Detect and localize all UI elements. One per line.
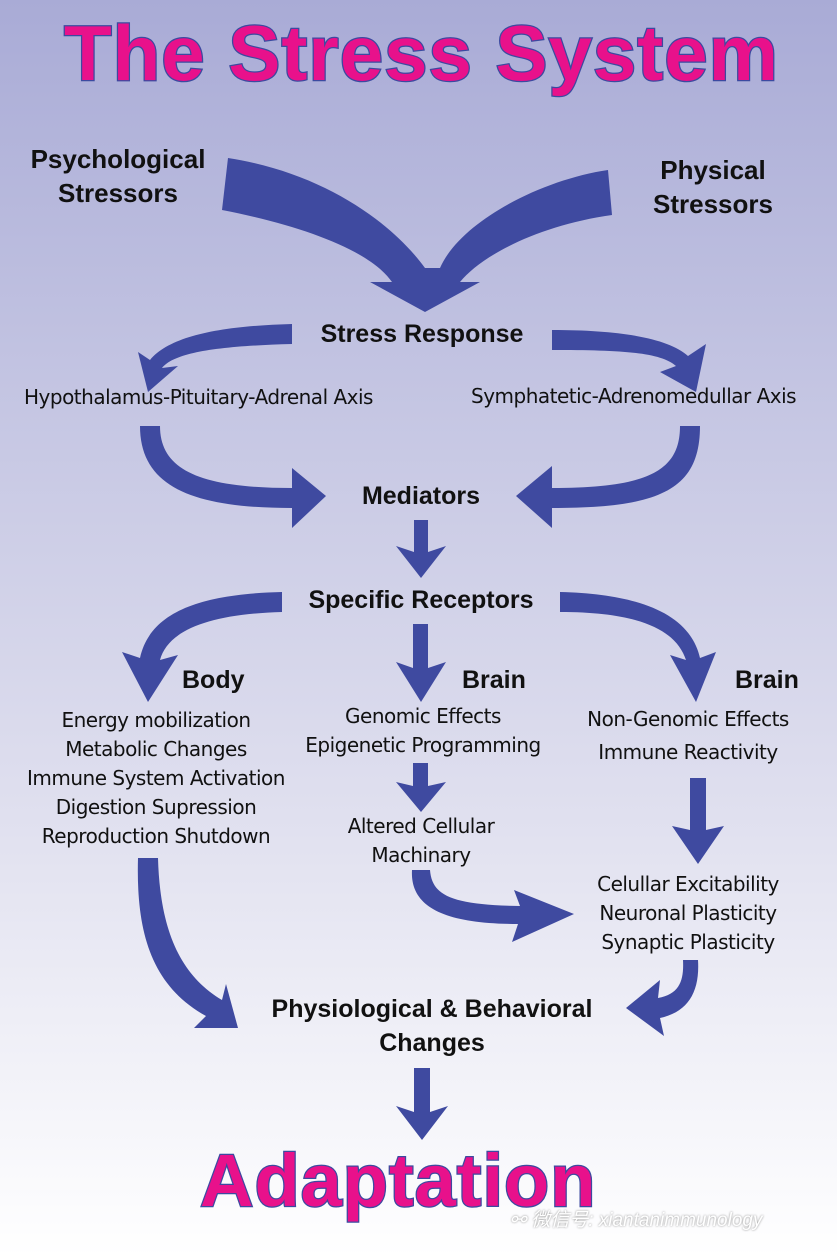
- wechat-icon: ⚯: [510, 1210, 526, 1231]
- body-effect: Immune System Activation: [27, 766, 285, 790]
- body-effect: Energy mobilization: [61, 708, 251, 732]
- changes-line1: Physiological & Behavioral: [271, 995, 593, 1023]
- watermark-text: 微信号: xiantanimmunology: [531, 1210, 763, 1231]
- brain-nongenomic-effect: Non-Genomic Effects: [587, 707, 789, 731]
- arrow-sam-to-mediators: [516, 426, 700, 528]
- plasticity-item: Synaptic Plasticity: [601, 930, 775, 954]
- watermark: ⚯ 微信号: xiantanimmunology: [510, 1205, 762, 1232]
- psychological-stressors-line2: Stressors: [58, 178, 178, 208]
- changes-line2: Changes: [379, 1029, 485, 1057]
- brain-genomic-effects-list: Genomic Effects Epigenetic Programming: [292, 702, 554, 760]
- changes-node: Physiological & Behavioral Changes: [240, 992, 624, 1060]
- arrow-body-to-changes: [137, 858, 238, 1028]
- arrow-hpa-to-mediators: [140, 426, 326, 528]
- altered-machinery-line2: Machinary: [371, 843, 471, 867]
- arrow-mediators-to-receptors: [396, 520, 446, 578]
- psychological-stressor-arrow: [222, 158, 612, 312]
- altered-machinery-line1: Altered Cellular: [347, 814, 495, 838]
- arrow-plasticity-to-changes: [626, 960, 699, 1036]
- arrow-to-sam: [552, 330, 706, 392]
- stress-response-node: Stress Response: [320, 320, 524, 348]
- arrow-to-plasticity: [672, 778, 724, 864]
- physical-stressors-line2: Stressors: [653, 189, 773, 219]
- altered-machinery-node: Altered Cellular Machinary: [320, 812, 522, 870]
- brain-nongenomic-label: Brain: [735, 666, 799, 694]
- sam-axis-node: Symphatetic-Adrenomedullar Axis: [471, 384, 797, 408]
- arrow-machinery-to-plasticity: [411, 870, 574, 942]
- plasticity-item: Neuronal Plasticity: [599, 901, 777, 925]
- psychological-stressors-line1: Psychological: [30, 144, 206, 174]
- arrow-to-brain-nongenomic: [560, 592, 716, 702]
- physical-stressors-line1: Physical: [660, 155, 766, 185]
- brain-genomic-label: Brain: [462, 666, 526, 694]
- body-effects-list: Energy mobilization Metabolic Changes Im…: [14, 706, 298, 851]
- brain-nongenomic-effects-list: Non-Genomic Effects Immune Reactivity: [570, 705, 806, 767]
- plasticity-list: Celullar Excitability Neuronal Plasticit…: [576, 870, 800, 957]
- physical-stressors: Physical Stressors: [628, 153, 798, 221]
- body-label: Body: [182, 666, 245, 694]
- arrow-to-hpa: [138, 324, 292, 392]
- arrow-to-body: [122, 592, 282, 702]
- psychological-stressors: Psychological Stressors: [18, 142, 218, 210]
- body-effect: Reproduction Shutdown: [41, 824, 271, 848]
- body-effect: Digestion Supression: [55, 795, 257, 819]
- hpa-axis-node: Hypothalamus-Pituitary-Adrenal Axis: [24, 385, 373, 409]
- mediators-node: Mediators: [361, 482, 481, 510]
- arrow-to-brain-genomic: [396, 624, 446, 702]
- adaptation-outcome: Adaptation: [199, 1138, 597, 1224]
- arrow-to-altered-machinery: [396, 763, 446, 812]
- brain-genomic-effect: Epigenetic Programming: [305, 733, 541, 757]
- body-effect: Metabolic Changes: [65, 737, 247, 761]
- brain-genomic-effect: Genomic Effects: [345, 704, 501, 728]
- plasticity-item: Celullar Excitability: [597, 872, 779, 896]
- page-title: The Stress System: [63, 8, 780, 99]
- arrow-to-adaptation: [396, 1068, 448, 1140]
- brain-nongenomic-effect: Immune Reactivity: [598, 740, 778, 764]
- specific-receptors-node: Specific Receptors: [308, 586, 534, 614]
